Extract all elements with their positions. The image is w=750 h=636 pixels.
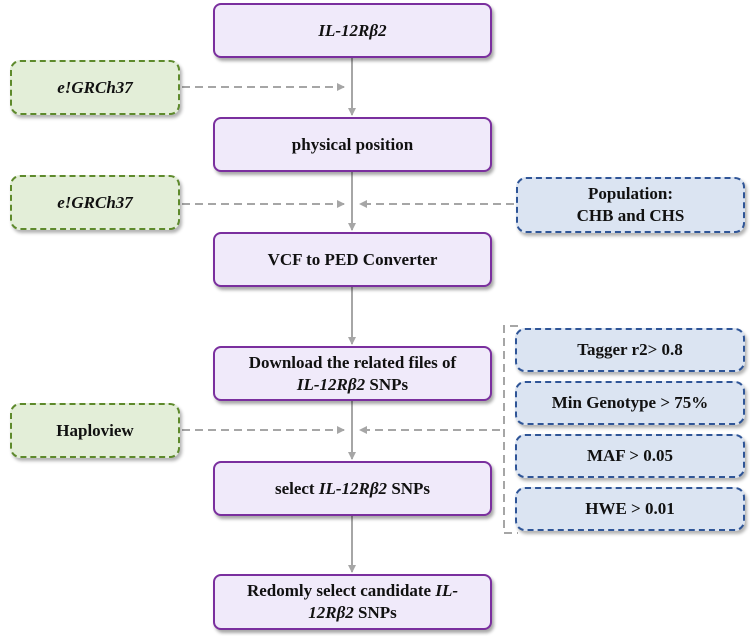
- step-physical-position: physical position: [213, 117, 492, 172]
- criteria-hwe-label: HWE > 0.01: [585, 499, 675, 518]
- step-redomly-line2: 12Rβ2 SNPs: [308, 602, 397, 624]
- source-grch37-first-label: e!GRCh37: [57, 77, 133, 97]
- step-converter: VCF to PED Converter: [213, 232, 492, 287]
- step-download-label-line2: IL-12Rβ2 SNPs: [297, 374, 408, 396]
- criteria-bracket: [503, 325, 518, 534]
- criteria-min-genotype-label: Min Genotype > 75%: [551, 393, 709, 412]
- step-select-label: select IL-12Rβ2 SNPs: [275, 478, 430, 500]
- step-redomly-suffix: SNPs: [353, 603, 397, 622]
- criteria-hwe: HWE > 0.01: [515, 487, 745, 531]
- step-redomly-gene-a: IL-: [435, 581, 459, 600]
- population-line1: Population:: [587, 184, 674, 203]
- step-select: select IL-12Rβ2 SNPs: [213, 461, 492, 516]
- step-redomly-select: Redomly select candidate IL- 12Rβ2 SNPs: [213, 574, 492, 630]
- step-select-prefix: select: [274, 478, 319, 498]
- criteria-tagger-label: Tagger r2> 0.8: [577, 340, 683, 359]
- criteria-maf: MAF > 0.05: [515, 434, 745, 478]
- source-grch37-second-label: e!GRCh37: [57, 192, 133, 212]
- source-grch37-first: e!GRCh37: [10, 60, 180, 115]
- step-download-label-line1: Download the related files of: [248, 352, 457, 372]
- step-converter-label: VCF to PED Converter: [267, 249, 438, 269]
- step-select-gene: IL-12Rβ2: [318, 478, 388, 498]
- step-download-gene: IL-12Rβ2: [296, 374, 366, 394]
- criteria-tagger: Tagger r2> 0.8: [515, 328, 745, 372]
- step-download: Download the related files of IL-12Rβ2 S…: [213, 346, 492, 401]
- population-line2: CHB and CHS: [576, 206, 685, 225]
- step-redomly-gene-b: 12Rβ2: [308, 603, 354, 622]
- step-gene-label: IL-12Rβ2: [318, 20, 387, 40]
- source-grch37-second: e!GRCh37: [10, 175, 180, 230]
- source-haploview: Haploview: [10, 403, 180, 458]
- criteria-min-genotype: Min Genotype > 75%: [515, 381, 745, 425]
- criteria-maf-label: MAF > 0.05: [586, 446, 673, 465]
- step-select-suffix: SNPs: [387, 478, 431, 498]
- step-redomly-line1: Redomly select candidate IL-: [247, 580, 458, 602]
- step-gene: IL-12Rβ2: [213, 3, 492, 58]
- source-haploview-label: Haploview: [56, 420, 134, 440]
- population-box: Population: CHB and CHS: [516, 177, 745, 233]
- step-download-suffix: SNPs: [365, 374, 409, 394]
- step-physical-position-label: physical position: [291, 134, 414, 154]
- step-redomly-prefix: Redomly select candidate: [246, 581, 436, 600]
